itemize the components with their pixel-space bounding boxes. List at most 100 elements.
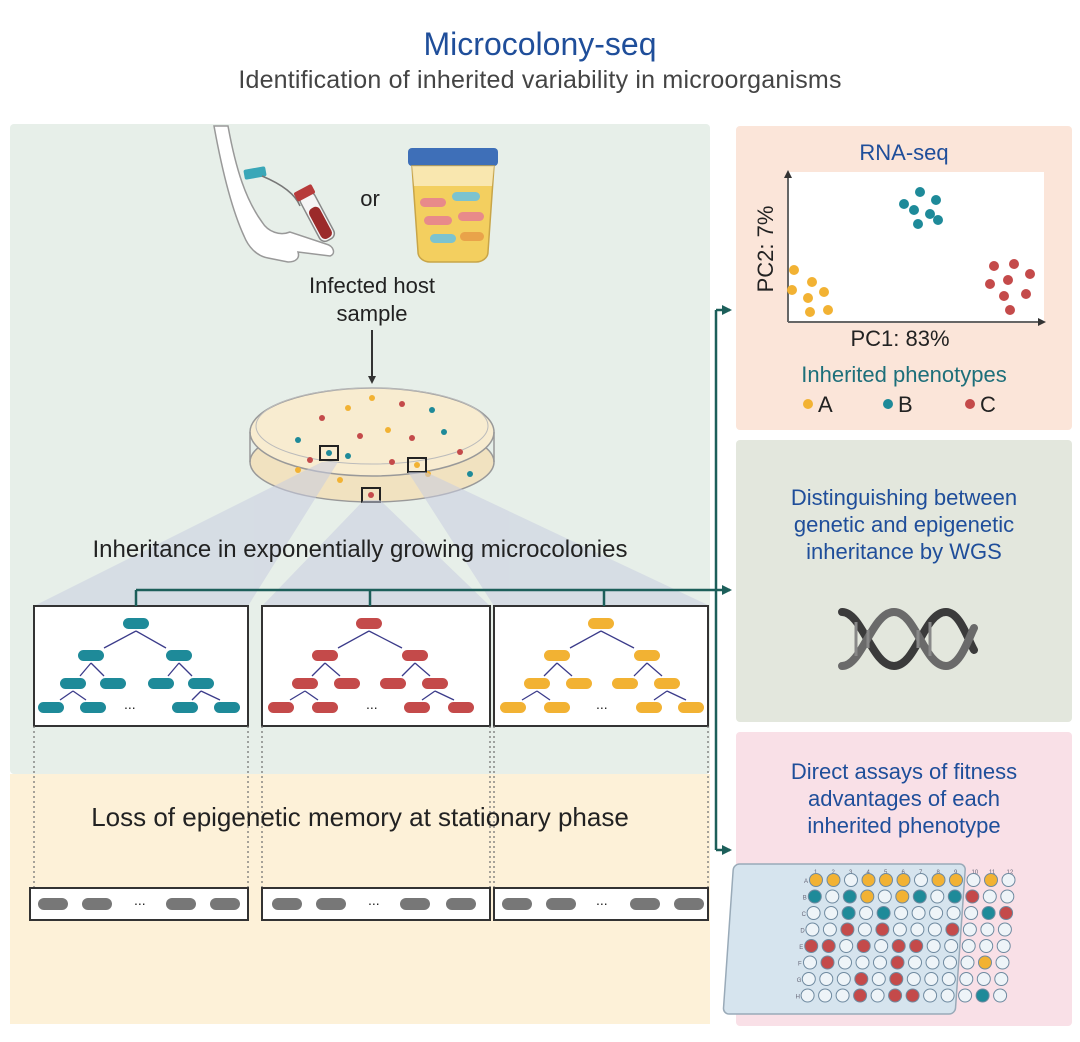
- diagram-subtitle: Identification of inherited variability …: [238, 66, 842, 94]
- plate-well: [889, 972, 904, 986]
- plate-well: [896, 873, 911, 887]
- plate-well: [997, 922, 1012, 937]
- plate-well: [871, 972, 886, 986]
- plate-well: [803, 955, 817, 970]
- legend-dot-b: [883, 399, 893, 409]
- plate-well: [879, 873, 893, 887]
- ellipsis-stationary-c: ...: [368, 892, 380, 908]
- plate-well: [875, 922, 890, 937]
- legend-dot-c: [965, 399, 975, 409]
- plate-well: [926, 939, 941, 953]
- plate-well: [925, 955, 940, 970]
- plate-well: [870, 988, 885, 1003]
- plate-well: [842, 889, 857, 904]
- plate-well: [960, 955, 975, 970]
- plate-well: [995, 955, 1010, 970]
- plate-well: [906, 972, 921, 986]
- plate-well: [966, 873, 981, 887]
- plate-well: [874, 939, 889, 953]
- plate-well: [891, 939, 906, 953]
- plate-well: [894, 906, 909, 920]
- plate-well: [824, 906, 839, 920]
- plate-well: [820, 955, 835, 970]
- legend-dot-a: [803, 399, 813, 409]
- plate-well: [994, 972, 1009, 986]
- plate-row-label: E: [799, 945, 803, 951]
- wgs-panel: [736, 440, 1072, 722]
- plate-well: [958, 988, 973, 1003]
- phase-connectors: [33, 726, 709, 888]
- plate-well: [841, 906, 856, 920]
- zoom-cones: [34, 462, 710, 606]
- plate-well: [965, 889, 980, 904]
- plate-well: [806, 906, 821, 920]
- ellipsis-b: ...: [124, 696, 136, 712]
- output-arrows: [134, 305, 732, 855]
- plate-well: [821, 939, 836, 953]
- legend-label-b: B: [898, 392, 913, 417]
- exponential-phase-label: Inheritance in exponentially growing mic…: [92, 536, 628, 563]
- plate-well: [993, 988, 1008, 1003]
- fitness-description: Direct assays of fitness advantages of e…: [790, 759, 1018, 838]
- legend-label-a: A: [818, 392, 833, 417]
- stationary-cells: [38, 898, 704, 910]
- host-sample-label: Infected host sample: [309, 273, 435, 326]
- ellipsis-c: ...: [366, 696, 378, 712]
- sample-cup-icon: [408, 148, 498, 263]
- or-label: or: [360, 186, 380, 211]
- pca-points: [787, 187, 1035, 317]
- plate-well: [809, 873, 823, 887]
- plate-row-label: G: [797, 978, 802, 984]
- plate-well: [876, 906, 891, 920]
- plate-well: [909, 939, 924, 953]
- plate-row-label: C: [802, 912, 807, 918]
- plate-well: [859, 906, 874, 920]
- plate-well: [949, 873, 963, 887]
- plate-well: [890, 955, 905, 970]
- stationary-phase-label: Loss of epigenetic memory at stationary …: [91, 802, 629, 832]
- plate-well: [853, 988, 868, 1003]
- plate-well: [877, 889, 892, 904]
- plate-well: [835, 988, 850, 1003]
- plate-well: [873, 955, 887, 970]
- plate-well: [912, 889, 927, 904]
- plate-well: [964, 906, 979, 920]
- plate-well: [825, 889, 840, 904]
- plate-well: [931, 873, 946, 887]
- plate-row-label: A: [804, 879, 808, 885]
- plate-well: [895, 889, 910, 904]
- plate-well: [923, 988, 938, 1003]
- plate-well: [943, 955, 957, 970]
- plate-well: [839, 939, 854, 953]
- plate-well: [945, 922, 960, 937]
- plate-row-label: B: [803, 896, 807, 902]
- plate-well: [941, 972, 956, 986]
- plate-well: [818, 988, 833, 1003]
- plate-well: [961, 939, 976, 953]
- plate-well: [924, 972, 939, 986]
- plate-well: [940, 988, 955, 1003]
- plate-well: [1001, 873, 1016, 887]
- plate-well: [946, 906, 961, 920]
- plate-well: [860, 889, 875, 904]
- dna-helix-icon: [838, 607, 978, 671]
- plate-well: [959, 972, 974, 986]
- plate-well: [996, 939, 1011, 953]
- plate-well: [840, 922, 855, 937]
- stationary-box-a: [493, 887, 709, 921]
- plate-well: [984, 873, 998, 887]
- plate-well: [807, 889, 822, 904]
- plate-well: [800, 988, 815, 1003]
- plate-well: [929, 906, 944, 920]
- plate-well: [836, 972, 851, 986]
- lineage-tree-c: [268, 618, 474, 713]
- rnaseq-title: RNA-seq: [859, 140, 949, 165]
- lineage-tree-a: [500, 618, 704, 713]
- plate-col-label: 10: [972, 870, 979, 876]
- legend-label-c: C: [980, 392, 996, 417]
- plate-well: [962, 922, 977, 937]
- plate-well: [999, 906, 1014, 920]
- plate-well: [892, 922, 907, 937]
